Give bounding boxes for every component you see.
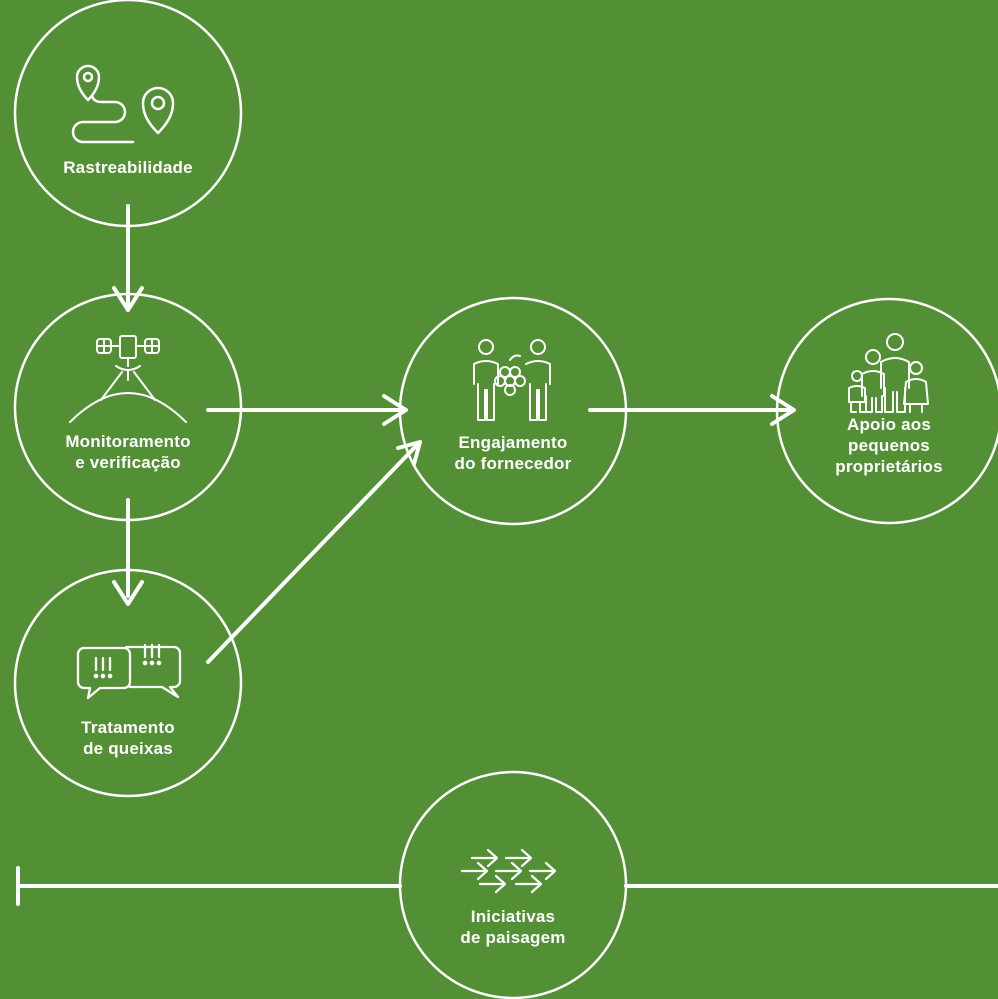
node-circle-monitoramento	[13, 292, 243, 522]
location-route-icon	[71, 64, 175, 144]
arrow-monitoramento-to-tratamento	[112, 498, 144, 606]
satellite-icon	[69, 335, 187, 423]
speech-bubbles-icon	[76, 643, 182, 700]
node-circle-apoio	[775, 297, 998, 525]
arrow-tratamento-to-engajamento	[206, 440, 422, 664]
node-label-engajamento: Engajamento do fornecedor	[454, 433, 572, 473]
family-icon	[848, 333, 929, 413]
farmers-grapes-icon	[473, 339, 551, 421]
node-label-apoio: Apoio aos pequenos proprietários	[835, 415, 943, 476]
node-label-tratamento: Tratamento de queixas	[81, 718, 175, 758]
node-label-monitoramento: Monitoramento e verificação	[65, 432, 191, 472]
landscape-baseline	[16, 866, 998, 906]
node-circle-tratamento	[13, 568, 243, 798]
arrow-engajamento-to-apoio	[588, 394, 796, 426]
node-circle-engajamento	[398, 296, 628, 526]
node-circle-iniciativas	[398, 770, 628, 999]
node-circle-rastreabilidade	[13, 0, 243, 228]
arrow-monitoramento-to-engajamento	[206, 394, 408, 426]
node-label-iniciativas: Iniciativas de paisagem	[460, 907, 566, 947]
arrows-flow-icon	[460, 848, 557, 894]
node-label-rastreabilidade: Rastreabilidade	[63, 158, 193, 177]
